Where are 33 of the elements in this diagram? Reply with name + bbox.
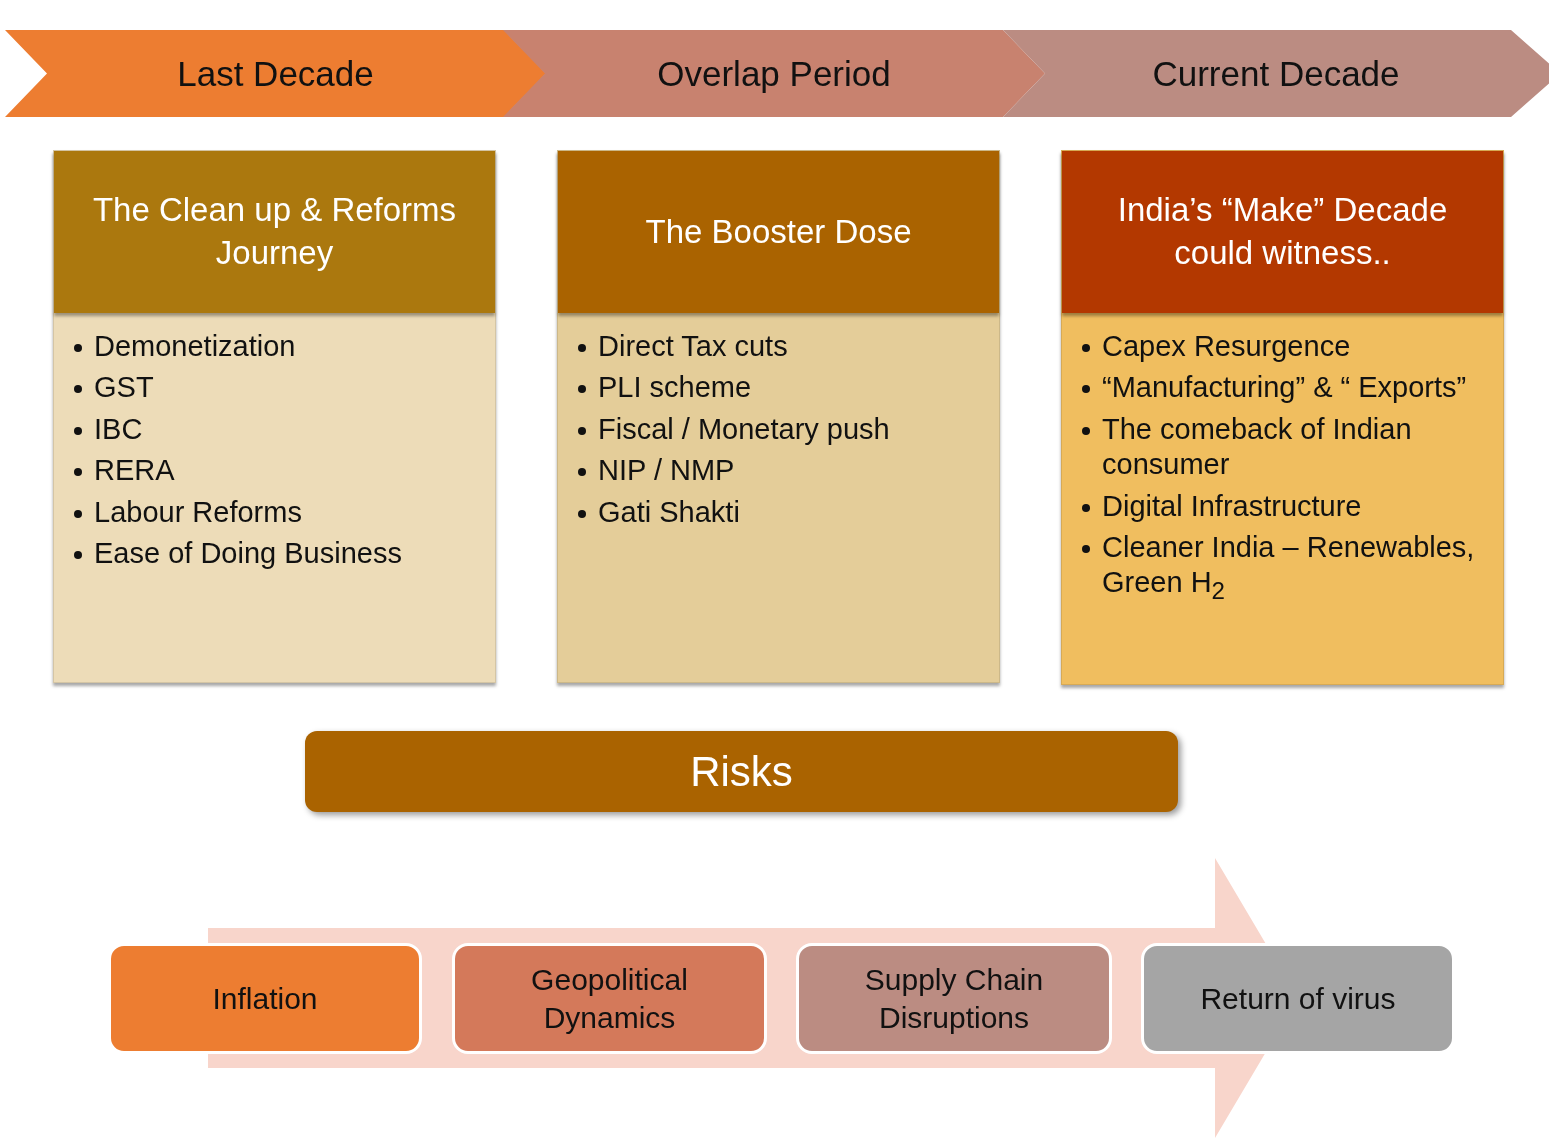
- card-panel: [557, 150, 1000, 683]
- risk-box: Return of virus: [1141, 943, 1455, 1054]
- bullet-item: Demonetization: [70, 329, 296, 365]
- bullet-item: Capex Resurgence: [1078, 329, 1351, 365]
- risk-box: Geopolitical Dynamics: [452, 943, 767, 1054]
- bullet-item: Direct Tax cuts: [574, 329, 788, 365]
- card-heading: The Clean up & Reforms Journey: [54, 151, 495, 313]
- bullet-item: Digital Infrastructure: [1078, 488, 1362, 524]
- banner-label: Last Decade: [176, 53, 375, 94]
- bullet-item: Ease of Doing Business: [70, 535, 402, 572]
- bullet-item: Fiscal / Monetary push: [574, 411, 890, 448]
- bullet-item: RERA: [70, 453, 175, 489]
- card-panel: [53, 150, 496, 683]
- bullet-item: The comeback of Indian consumer: [1078, 411, 1491, 483]
- card-heading: The Booster Dose: [558, 151, 999, 313]
- chevron-banner: [503, 30, 1045, 117]
- bullet-item: Labour Reforms: [70, 494, 302, 530]
- card-panel: [1061, 150, 1504, 685]
- bullet-item: GST: [70, 370, 154, 406]
- banner-label: Current Decade: [1151, 53, 1401, 94]
- bullet-item: NIP / NMP: [574, 453, 735, 489]
- bullet-item: Cleaner India – Renewables, Green H$_{2}$: [1078, 529, 1491, 606]
- bullet-item: PLI scheme: [574, 370, 752, 406]
- risks-banner: Risks: [305, 731, 1178, 812]
- risk-box: Inflation: [108, 943, 422, 1054]
- bullet-item: IBC: [70, 411, 143, 448]
- chevron-banner: [1003, 30, 1549, 117]
- bullet-item: “Manufacturing” & “ Exports”: [1078, 370, 1467, 406]
- chevron-banner: [5, 30, 546, 117]
- banner-label: Overlap Period: [656, 53, 892, 94]
- card-heading: India’s “Make” Decade could witness..: [1062, 151, 1503, 313]
- risk-box: Supply Chain Disruptions: [796, 943, 1112, 1054]
- bullet-item: Gati Shakti: [574, 494, 740, 530]
